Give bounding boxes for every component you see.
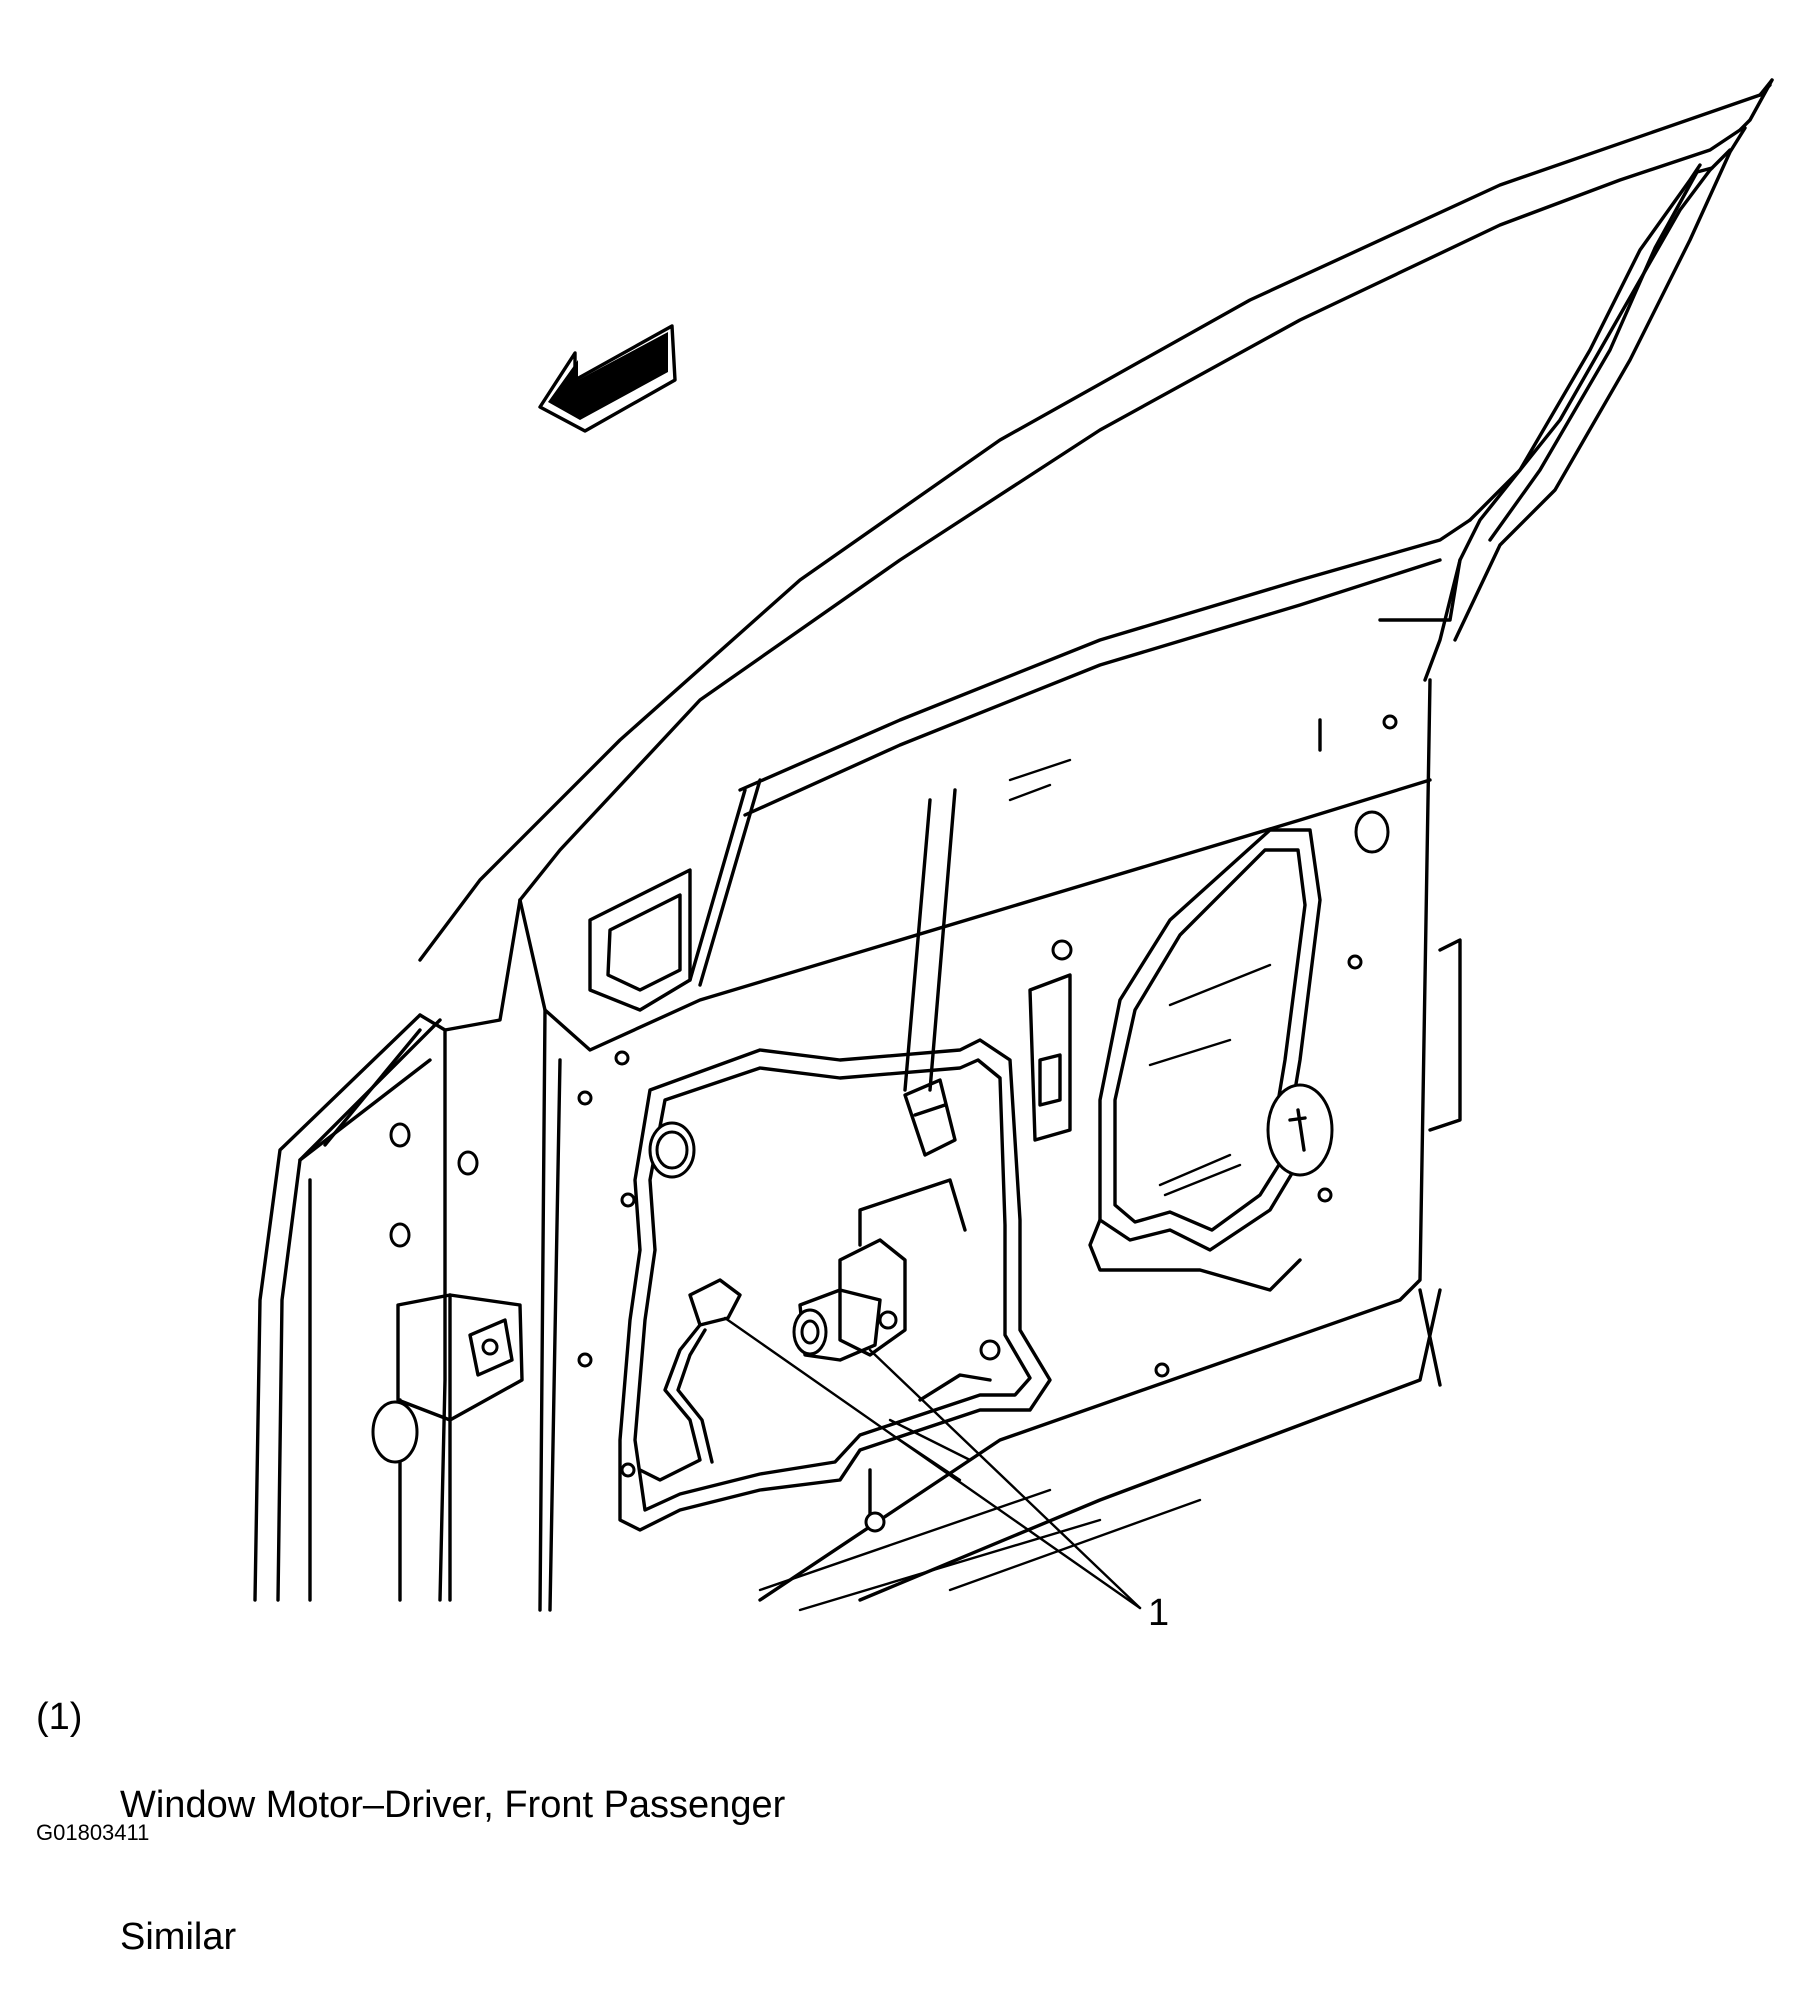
hinge-pillar <box>253 898 524 1602</box>
callout-leader-lines <box>723 1316 1142 1610</box>
panel-cutout-right <box>1088 828 1334 1292</box>
window-motor <box>792 1178 967 1362</box>
door-frame <box>418 78 1774 1012</box>
legend-line-2: Similar <box>120 1916 237 1958</box>
panel-holes <box>577 714 1398 1533</box>
legend-description: Window Motor–Driver, Front Passenger Sim… <box>120 1695 1020 2003</box>
access-opening <box>618 788 1052 1532</box>
legend-number: (1) <box>36 1696 83 1738</box>
figure-id: G01803411 <box>36 1820 150 1845</box>
legend-line-1: Window Motor–Driver, Front Passenger <box>120 1784 786 1826</box>
forward-direction-arrow-icon <box>538 324 677 433</box>
callout-label: 1 <box>1148 1592 1169 1634</box>
motor-connector <box>638 1278 742 1482</box>
door-diagram: 1 <box>253 78 1774 1634</box>
inner-door-panel <box>518 678 1462 1612</box>
